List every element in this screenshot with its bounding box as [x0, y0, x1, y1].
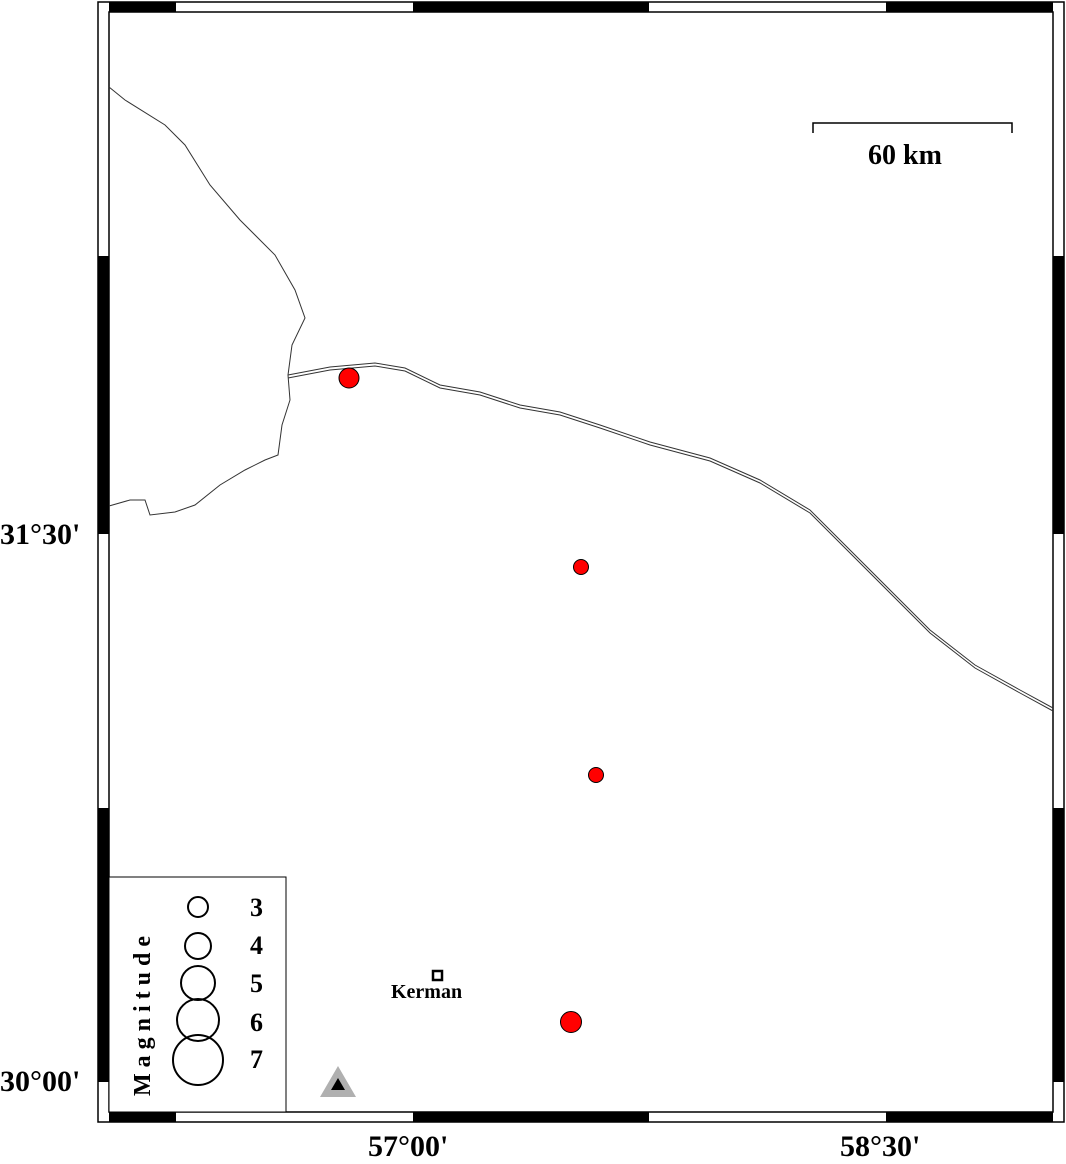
scale-bar-label: 60 km: [868, 140, 942, 171]
province-border: [108, 86, 306, 516]
city-label: Kerman: [391, 981, 463, 1003]
legend-entry: 3: [250, 893, 263, 922]
scale-bar: [812, 122, 1013, 133]
lon-label-58-30: 58°30': [840, 1130, 921, 1163]
legend-entry: 7: [250, 1045, 263, 1074]
lat-label-30-00: 30°00': [0, 1065, 81, 1098]
station-icon[interactable]: [320, 1066, 356, 1097]
legend-entry: 5: [250, 969, 263, 998]
province-border: [287, 362, 1054, 709]
legend-entry: 4: [250, 931, 263, 960]
event-marker[interactable]: [588, 767, 604, 783]
event-marker[interactable]: [338, 367, 360, 389]
magnitude-legend: [108, 876, 287, 1113]
city-marker: [431, 969, 444, 982]
lon-label-57-00: 57°00': [368, 1130, 449, 1163]
event-marker[interactable]: [560, 1011, 582, 1033]
earthquake-events: [338, 367, 604, 1033]
lat-label-31-30: 31°30': [0, 518, 81, 551]
legend-title: Magnitude: [130, 929, 156, 1096]
legend-entry: 6: [250, 1008, 263, 1037]
event-marker[interactable]: [573, 559, 589, 575]
